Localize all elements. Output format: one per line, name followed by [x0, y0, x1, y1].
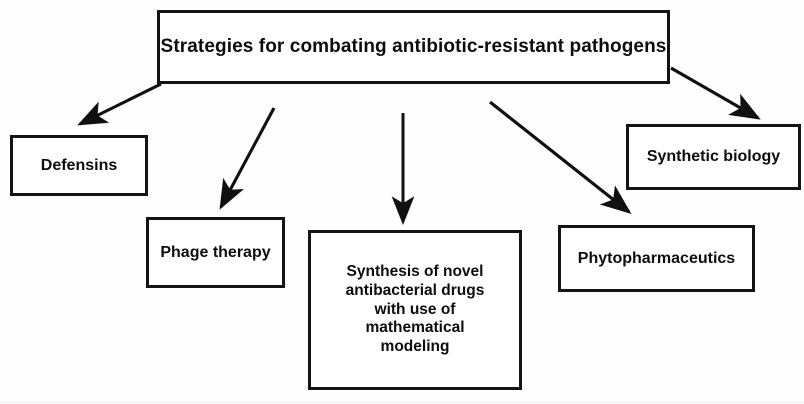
edge-root-to-phage-therapy — [219, 107, 276, 210]
edge-root-to-phytopharmaceutics — [489, 100, 632, 214]
node-root-label: Strategies for combating antibiotic-resi… — [160, 36, 667, 58]
node-phage-therapy-label: Phage therapy — [160, 243, 271, 261]
page-bottom-rule — [0, 402, 804, 403]
node-defensins: Defensins — [10, 135, 148, 196]
node-root-title: Strategies for combating antibiotic-resi… — [157, 10, 670, 84]
edge-root-to-synthetic-biology — [670, 66, 761, 120]
node-defensins-label: Defensins — [40, 156, 118, 174]
node-synthetic-biology-label: Synthetic biology — [646, 148, 781, 166]
edge-root-to-defensins — [77, 82, 162, 126]
node-phytopharmaceutics-label: Phytopharmaceutics — [577, 249, 736, 267]
node-synthesis: Synthesis of novel antibacterial drugs w… — [308, 230, 522, 390]
node-phytopharmaceutics: Phytopharmaceutics — [558, 225, 755, 292]
node-synthesis-label: Synthesis of novel antibacterial drugs w… — [345, 262, 485, 356]
node-synthetic-biology: Synthetic biology — [626, 124, 801, 190]
node-phage-therapy: Phage therapy — [146, 217, 285, 288]
